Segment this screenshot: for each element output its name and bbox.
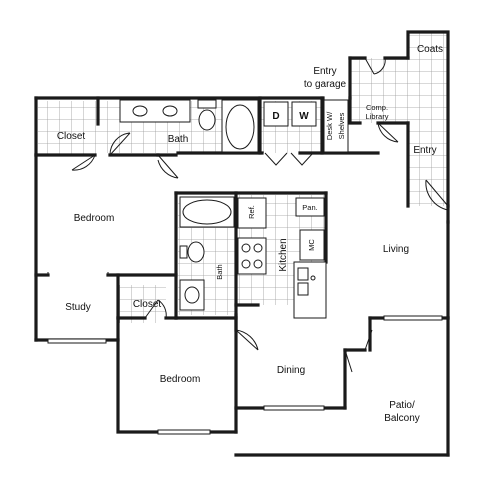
label-closet-top: Closet [57,131,86,142]
tile-areas [38,32,448,323]
label-entry: Entry [413,145,436,156]
label-bath-mid: Bath [215,264,224,279]
label-comp-2: Library [366,112,389,121]
label-entry-garage-1: Entry [313,66,336,77]
label-washer: W [299,111,309,122]
label-pan: Pan. [302,203,317,212]
label-patio-1: Patio/ [389,400,415,411]
label-bedroom-second: Bedroom [160,374,201,385]
label-living: Living [383,244,409,255]
label-coats: Coats [417,44,443,55]
label-comp-1: Comp. [366,103,388,112]
label-bath-top: Bath [168,134,189,145]
label-study: Study [65,302,91,313]
label-bedroom-main: Bedroom [74,213,115,224]
doors [47,57,449,373]
label-closet-mid: Closet [133,299,162,310]
label-dining: Dining [277,365,305,376]
windows [47,315,443,435]
label-desk-2: Shelves [337,112,346,139]
room-labels: Coats Entry to garage Closet Bath D W De… [57,44,443,424]
label-desk-1: Desk W/ [325,111,334,140]
label-kitchen: Kitchen [278,238,289,271]
label-entry-garage-2: to garage [304,79,347,90]
label-dryer: D [272,111,279,122]
label-ref: Ref. [247,205,256,219]
fixtures [119,99,349,319]
label-mc: MC [307,239,316,251]
label-patio-2: Balcony [384,413,420,424]
